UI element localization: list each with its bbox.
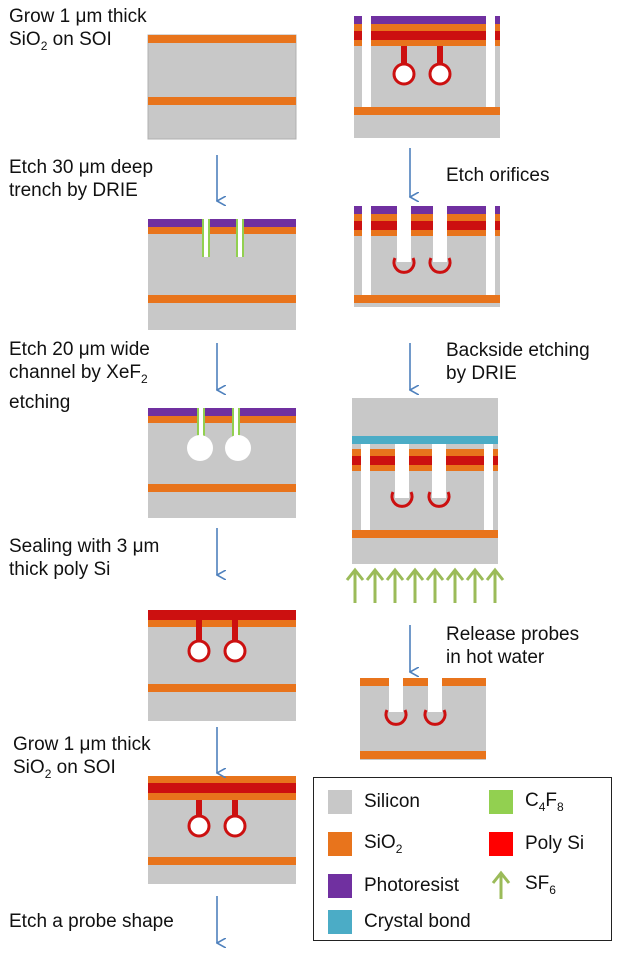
step-label-orifices: Etch orifices xyxy=(446,165,550,186)
legend-label-c4f8: C4F8 xyxy=(525,790,564,814)
legend-label-photoresist: Photoresist xyxy=(364,875,460,896)
up-arrow-icon xyxy=(491,870,511,899)
legend-label-crystal-bond: Crystal bond xyxy=(364,911,471,932)
flow-arrows xyxy=(217,148,410,943)
legend-item-sio2: SiO2 xyxy=(328,832,402,856)
legend-item-silicon: Silicon xyxy=(328,790,420,814)
step-label-probe-shape: Etch a probe shape xyxy=(9,911,174,932)
step-label-backside: Backside etching by DRIE xyxy=(446,340,590,384)
sio2-swatch xyxy=(328,832,352,856)
photoresist-swatch xyxy=(328,874,352,898)
stage-3-channel xyxy=(148,408,296,518)
step-label-sealing: Sealing with 3 μm thick poly Si xyxy=(9,536,160,580)
stage-5-sio2-regrow xyxy=(148,776,296,884)
step-label-trench: Etch 30 μm deep trench by DRIE xyxy=(9,157,154,201)
stage-7-orifices xyxy=(354,206,500,307)
stage-4-sealing xyxy=(148,610,296,721)
legend-label-sio2: SiO2 xyxy=(364,832,403,856)
legend-item-sf6: SF6 xyxy=(489,870,556,900)
stage-1-soi-wafer xyxy=(147,34,297,140)
stage-2-trench xyxy=(148,219,296,330)
legend-item-c4f8: C4F8 xyxy=(489,790,564,814)
legend-label-polysi: Poly Si xyxy=(525,833,585,854)
stage-8-backside xyxy=(352,398,498,564)
legend-label-silicon: Silicon xyxy=(364,791,420,812)
crystal-bond-swatch xyxy=(328,910,352,934)
legend-label-sf6: SF6 xyxy=(525,873,556,897)
step-label-release: Release probes in hot water xyxy=(446,624,580,668)
legend: Silicon SiO2 Photoresist Crystal bond C4… xyxy=(313,777,612,941)
stage-6-probe-shape xyxy=(354,16,500,138)
polysi-swatch xyxy=(489,832,513,856)
legend-item-photoresist: Photoresist xyxy=(328,874,459,898)
sf6-arrow-row xyxy=(345,567,505,603)
stage-9-released xyxy=(360,678,486,760)
legend-item-crystal-bond: Crystal bond xyxy=(328,910,471,934)
silicon-swatch xyxy=(328,790,352,814)
c4f8-swatch xyxy=(489,790,513,814)
legend-item-polysi: Poly Si xyxy=(489,832,584,856)
